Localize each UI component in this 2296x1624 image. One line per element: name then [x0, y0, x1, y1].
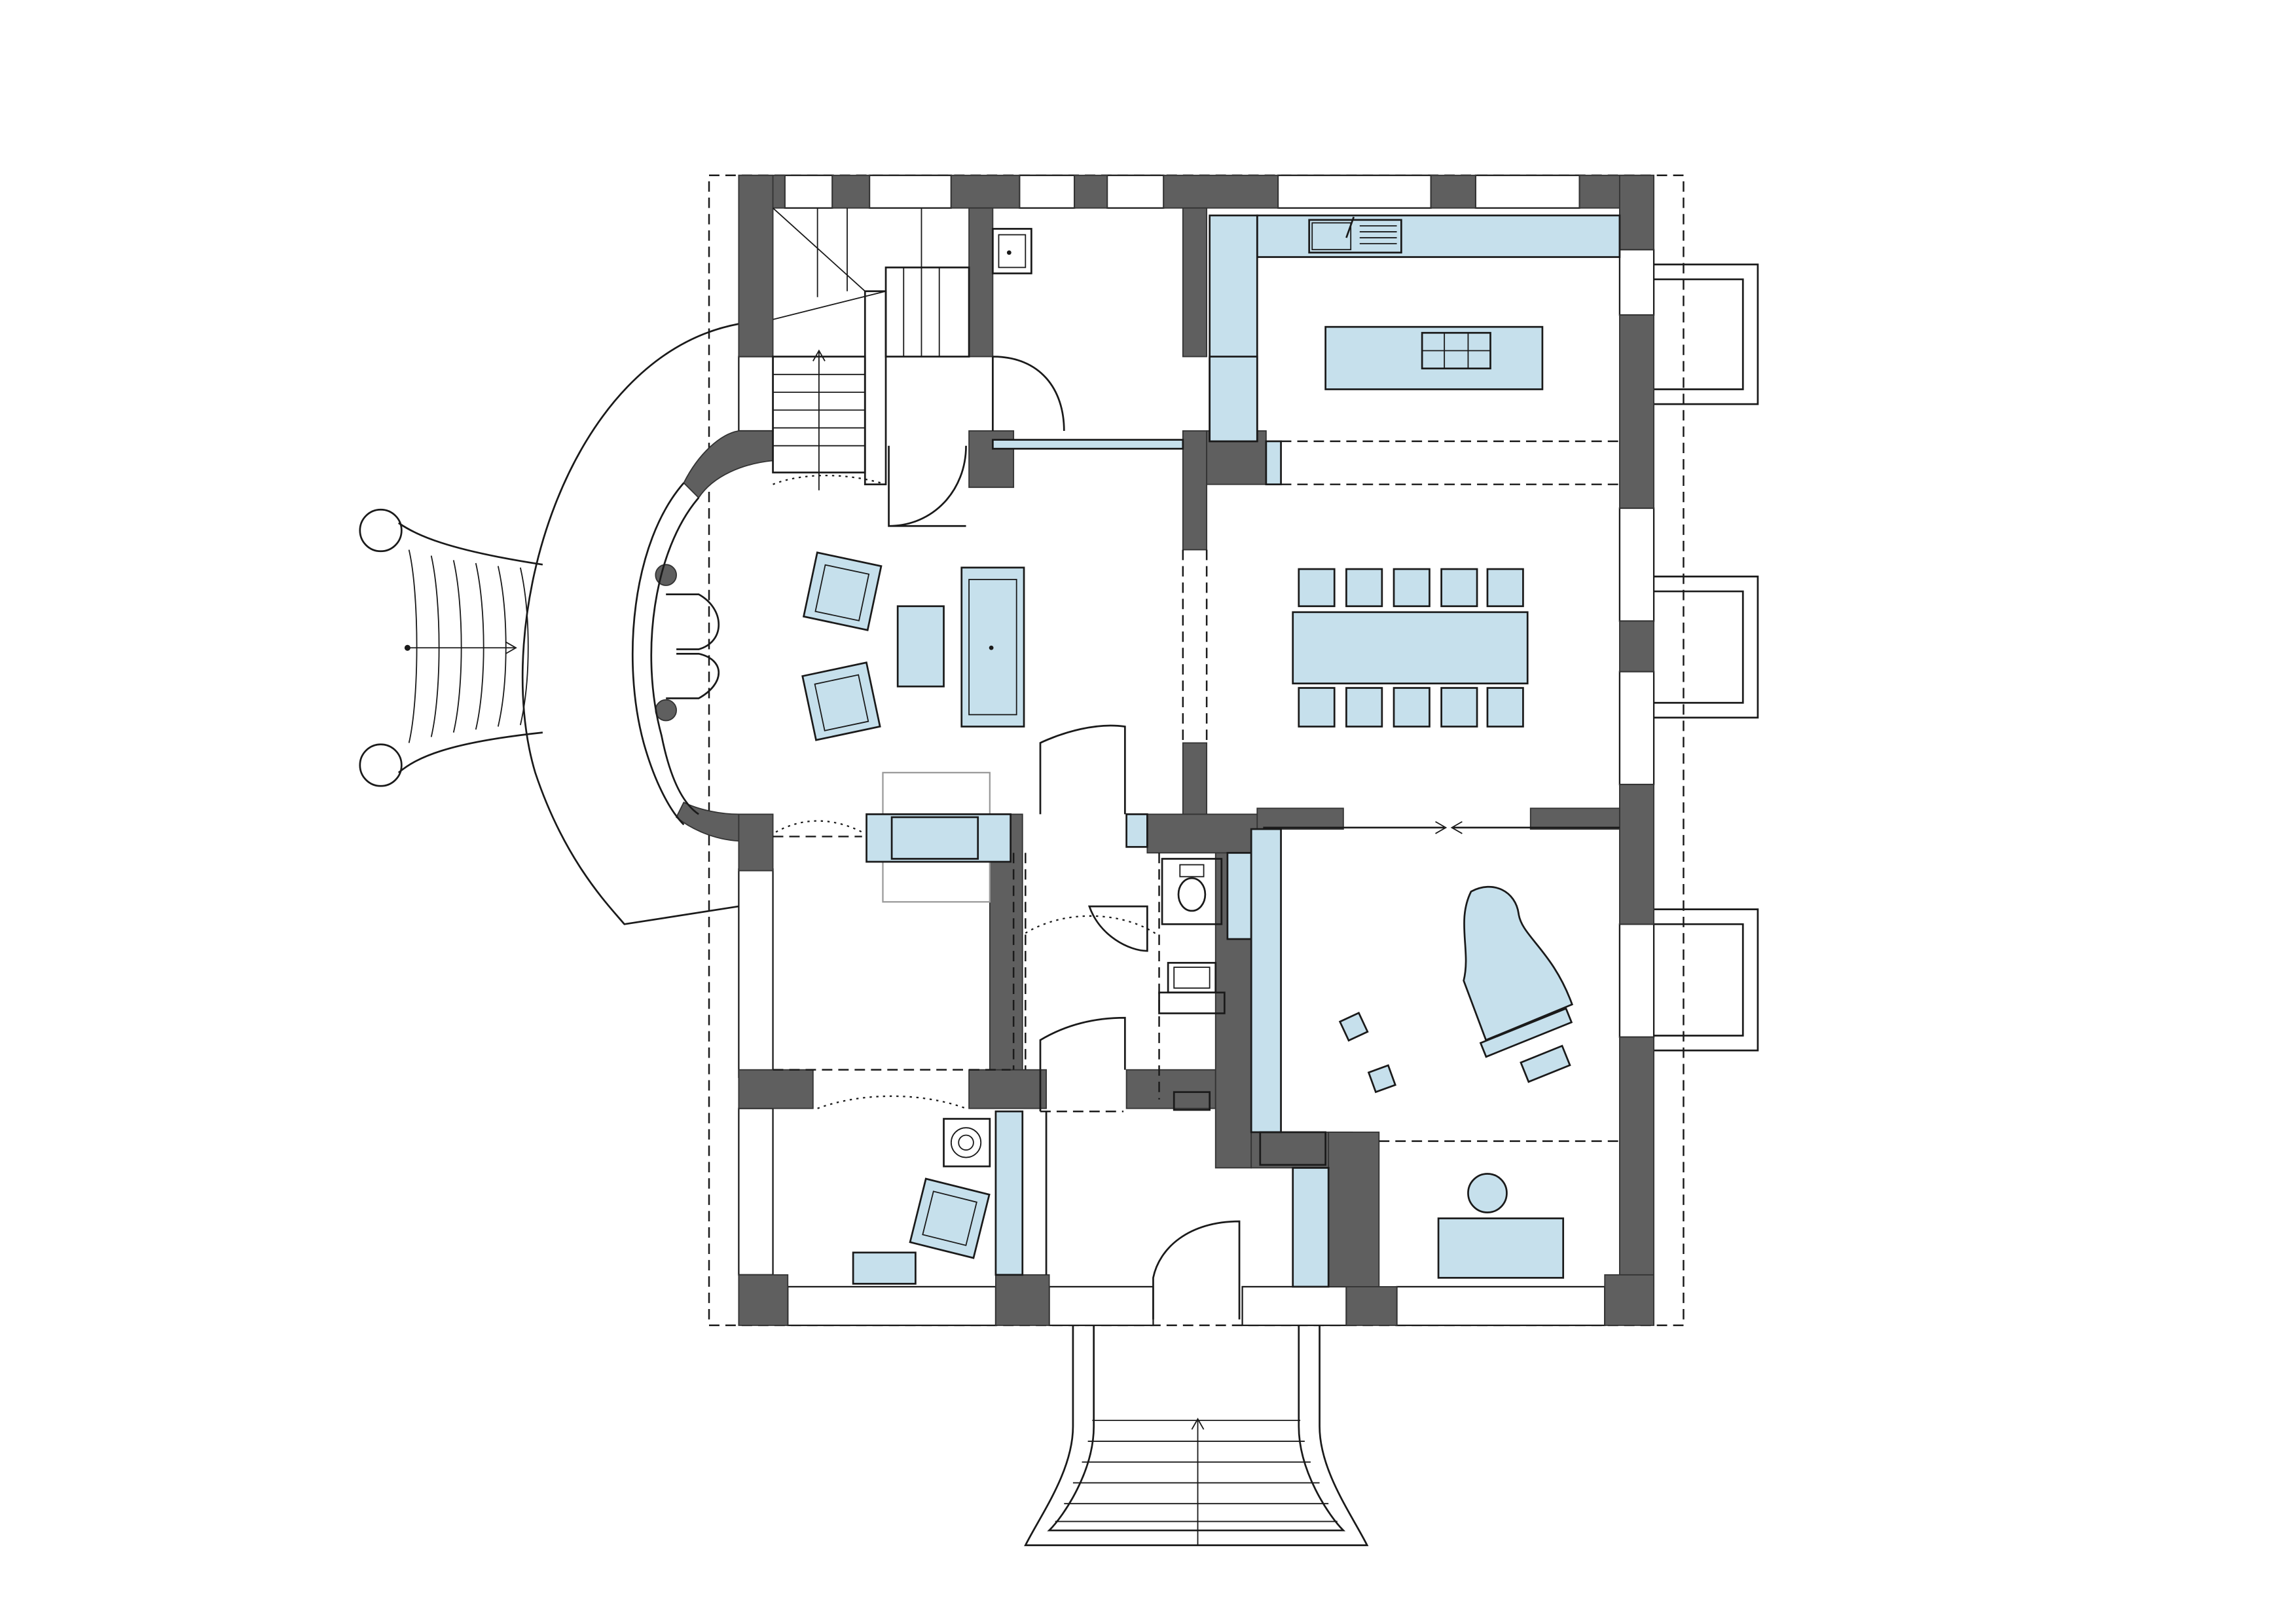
entrance-double-door [666, 593, 720, 699]
armchair [802, 551, 883, 631]
tall-cabinet [1209, 356, 1258, 443]
utility-room [852, 1110, 1048, 1285]
main-staircase [772, 207, 970, 490]
dining-table [1292, 611, 1529, 685]
south-entry-stair [1024, 1325, 1369, 1547]
fireplace [866, 813, 1011, 863]
armchair [909, 1177, 991, 1259]
west-stair-steps [408, 549, 529, 743]
walls [655, 174, 1654, 1326]
armchair [801, 661, 881, 741]
toilet [1177, 877, 1207, 912]
music-stool [1338, 1011, 1369, 1042]
built-in-shelf [1250, 828, 1282, 1134]
dining-chair [1440, 568, 1478, 608]
dining-chair [1345, 687, 1383, 728]
guest-wc [1125, 813, 1252, 1111]
dining-chair [1486, 687, 1524, 728]
music-stool [1367, 1064, 1396, 1094]
washbasin [992, 228, 1032, 274]
grand-piano [1463, 885, 1574, 1042]
doors [666, 356, 1620, 1320]
dining-chair [1486, 568, 1524, 608]
coffee-table [896, 605, 945, 688]
music-room [1250, 828, 1574, 1288]
desk [1437, 1217, 1565, 1279]
kitchen-island [1324, 325, 1544, 390]
dining-room [1292, 568, 1529, 728]
salon [801, 551, 1025, 741]
piano-bench [1520, 1044, 1571, 1083]
dining-chair [1393, 568, 1430, 608]
washing-machine [943, 1118, 991, 1168]
desk-chair [1467, 1173, 1508, 1213]
upper-washroom [992, 228, 1032, 274]
room-divisions [773, 440, 1620, 1142]
kitchen-sink [1308, 219, 1402, 254]
windows [738, 174, 1655, 1327]
east-bay-windows [1654, 263, 1759, 1052]
fireplace-room [866, 771, 1011, 903]
side-table [852, 1251, 917, 1285]
dining-chair [1298, 687, 1336, 728]
study [1437, 1173, 1565, 1279]
bay-window-curve [631, 482, 700, 826]
kitchen [992, 214, 1621, 486]
dining-chair [1298, 568, 1336, 608]
west-terrace [359, 323, 739, 925]
dining-chair [1440, 687, 1478, 728]
dining-chair [1393, 687, 1430, 728]
dining-chair [1345, 568, 1383, 608]
kitchen-counter-top [1256, 214, 1621, 258]
wardrobe [994, 1110, 1024, 1276]
